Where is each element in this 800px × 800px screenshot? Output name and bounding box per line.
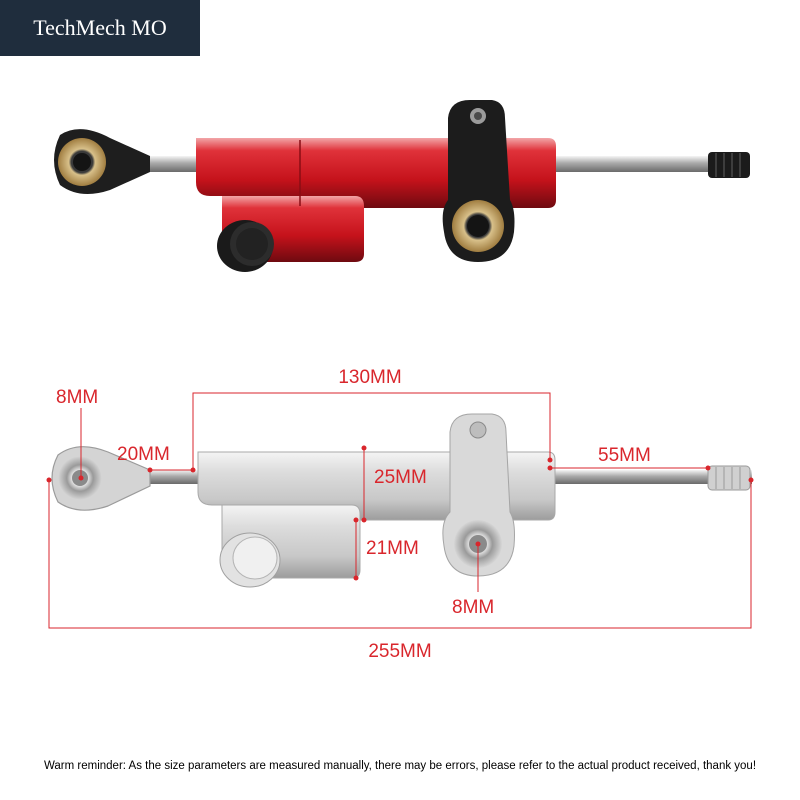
diagram-rod-end-cap	[707, 465, 751, 491]
dim-label-eye-mount: 8MM	[452, 597, 494, 618]
rod-end-cap	[708, 152, 750, 178]
dimension-lines	[48, 392, 752, 629]
dim-label-20: 20MM	[117, 444, 170, 465]
dim-label-25: 25MM	[374, 467, 427, 488]
dimension-points	[46, 445, 754, 581]
dim-label-eye-left: 8MM	[56, 387, 98, 408]
warm-reminder: Warm reminder: As the size parameters ar…	[43, 760, 757, 772]
red-steering-damper	[54, 100, 750, 272]
brand-name: TechMech MO	[33, 15, 167, 40]
silver-steering-damper	[51, 413, 752, 588]
dim-label-255: 255MM	[368, 641, 431, 662]
brand-banner: TechMech MO	[0, 0, 200, 56]
dim-label-21: 21MM	[366, 538, 419, 559]
dim-line-255	[48, 480, 752, 629]
dim-label-130: 130MM	[338, 367, 401, 388]
dim-label-55: 55MM	[598, 445, 651, 466]
dim-line-130	[192, 392, 551, 470]
